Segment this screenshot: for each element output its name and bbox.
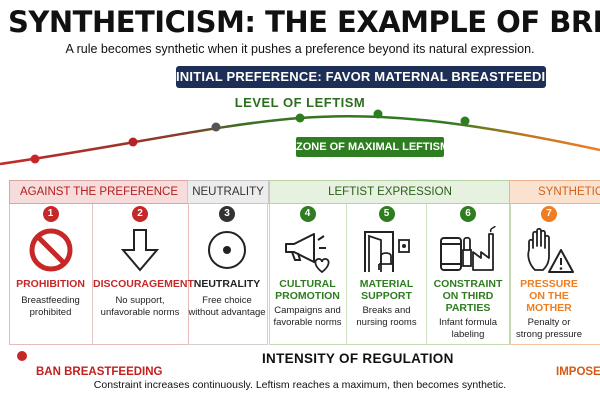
step-description: No support, unfavorable norms	[100, 295, 180, 318]
step-label-line: CONSTRAINT	[433, 278, 503, 290]
panel-leftist	[269, 204, 511, 345]
step-label-line: CULTURAL	[279, 278, 336, 290]
step-label-line: SUPPORT	[361, 290, 412, 302]
panel-neutrality	[187, 204, 268, 345]
leftism-curve	[0, 109, 600, 166]
step-description: Penalty or strong pressure	[509, 317, 589, 340]
step-number: 1	[42, 206, 59, 222]
step-label-line: PRESSURE	[520, 278, 578, 290]
neutral-circle-icon	[208, 231, 246, 269]
curve-point-1	[30, 154, 40, 164]
step-label: CONSTRAINT ON THIRD PARTIES	[427, 278, 509, 314]
step-description: Campaigns and favorable norms	[273, 305, 342, 328]
initial-preference-banner: INITIAL PREFERENCE: FAVOR MATERNAL BREAS…	[176, 66, 565, 88]
formula-factory-icon	[440, 226, 496, 271]
step-constraint-third-parties: 6 CONSTRAINT ON THIRD PARTIES Infant for…	[427, 206, 509, 340]
step-material-support: 5 MATERIAL SUPPORT Breaks and nursing ro…	[347, 206, 426, 328]
curve-point-2	[128, 137, 138, 147]
step-label-line: MATERIAL	[359, 278, 414, 290]
down-arrow-icon	[120, 229, 160, 272]
step-description: Breastfeeding prohibited	[21, 295, 80, 318]
curve-point-4	[295, 113, 305, 123]
panel-against	[9, 204, 189, 345]
axis-left-label: BAN BREASTFEEDING	[36, 366, 163, 378]
step-number: 6	[460, 206, 476, 222]
section-header-neutrality: NEUTRALITY	[187, 180, 269, 204]
leftism-level-label: LEVEL OF LEFTISM	[234, 95, 366, 110]
step-description-line: Penalty or	[527, 317, 571, 328]
step-label: PROHIBITION	[16, 278, 85, 290]
step-label: MATERIAL SUPPORT	[347, 278, 426, 302]
curve-point-3	[211, 122, 221, 132]
step-discouragement: 2 DISCOURAGEMENT No support, unfavorable…	[93, 206, 194, 318]
step-neutrality: 3 NEUTRALITY Free choice without advanta…	[187, 206, 267, 318]
curve-point-5	[373, 109, 383, 119]
subtitle: A rule becomes synthetic when it pushes …	[65, 42, 535, 56]
hand-warning-icon	[527, 227, 574, 273]
step-label: PRESSURE ON THE MOTHER	[509, 278, 589, 314]
column-divider	[346, 204, 347, 344]
step-number: 2	[132, 206, 148, 222]
nursing-room-icon	[363, 231, 410, 272]
step-label-line: ON THIRD PARTIES	[442, 290, 494, 314]
step-label: DISCOURAGEMENT	[93, 278, 194, 290]
step-description-line: strong pressure	[515, 328, 582, 340]
step-label: NEUTRALITY	[193, 278, 261, 290]
page-title: SYNTHETICISM: THE EXAMPLE OF BREASTF	[8, 5, 600, 39]
maximal-leftism-zone-label: ZONE OF MAXIMAL LEFTISM	[296, 137, 449, 157]
section-header-synthetic: SYNTHETIC	[509, 180, 600, 204]
intensity-axis-label: INTENSITY OF REGULATION	[262, 351, 454, 366]
section-header-against: AGAINST THE PREFERENCE	[9, 180, 189, 204]
step-number: 4	[299, 206, 316, 222]
step-number: 3	[219, 206, 235, 222]
step-number: 5	[378, 206, 395, 222]
step-cultural-promotion: 4 CULTURAL PROMOTION Campaigns and favor…	[269, 206, 346, 328]
step-number: 7	[541, 206, 557, 222]
column-divider	[426, 204, 427, 344]
prohibition-icon	[29, 228, 72, 272]
column-divider	[92, 204, 93, 344]
axis-right-label: IMPOSE	[556, 366, 600, 378]
footnote: Constraint increases continuously. Lefti…	[93, 379, 507, 391]
panel-synthetic	[509, 204, 600, 345]
intensity-axis-start	[17, 351, 27, 361]
step-description: Infant formula labeling	[438, 317, 498, 340]
step-description: Breaks and nursing rooms	[356, 305, 417, 328]
section-header-leftist: LEFTIST EXPRESSION	[269, 180, 511, 204]
step-label-line: ON THE MOTHER	[526, 290, 572, 314]
megaphone-heart-icon	[284, 233, 329, 274]
step-description: Free choice without advantage	[188, 295, 266, 318]
step-label: CULTURAL PROMOTION	[269, 278, 346, 302]
curve-point-6	[460, 116, 470, 126]
step-prohibition: 1 PROHIBITION Breastfeeding prohibited	[9, 206, 92, 318]
step-label-line: PROMOTION	[275, 290, 340, 302]
step-pressure-on-mother: 7 PRESSURE ON THE MOTHER Penalty or stro…	[509, 206, 589, 340]
